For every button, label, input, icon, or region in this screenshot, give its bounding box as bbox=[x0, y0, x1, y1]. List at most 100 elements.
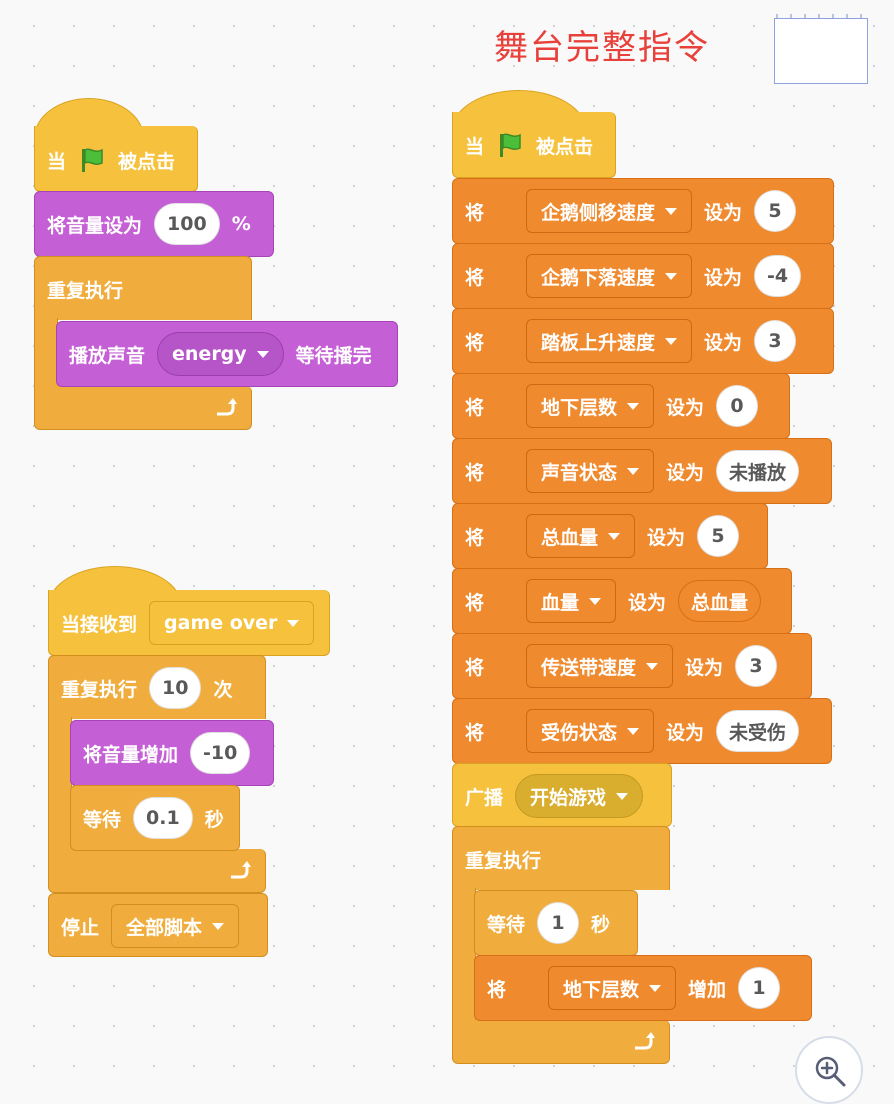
change-volume-block[interactable]: 将音量增加 -10 bbox=[70, 720, 274, 786]
variable-dropdown[interactable]: 企鹅侧移速度 bbox=[526, 189, 693, 233]
zoom-in-button[interactable] bbox=[795, 1036, 863, 1104]
to-label: 设为 bbox=[666, 396, 705, 419]
variable-value-input[interactable]: 未受伤 bbox=[716, 710, 800, 752]
loop-arrow-icon bbox=[635, 1032, 655, 1050]
variable-dropdown[interactable]: 地下层数 bbox=[548, 966, 677, 1010]
broadcast-message-value: 开始游戏 bbox=[530, 786, 607, 809]
clicked-label: 被点击 bbox=[118, 150, 176, 173]
zoom-in-icon bbox=[815, 1056, 846, 1087]
forever-block-top[interactable]: 重复执行 bbox=[34, 256, 252, 320]
chevron-down-icon bbox=[649, 984, 662, 992]
chevron-down-icon bbox=[627, 402, 640, 410]
message-dropdown-value: game over bbox=[164, 612, 278, 634]
change-variable-block[interactable]: 将 地下层数 增加 1 bbox=[474, 955, 812, 1021]
broadcast-block[interactable]: 广播 开始游戏 bbox=[452, 763, 672, 827]
variable-name: 总血量 bbox=[541, 526, 599, 549]
change-label: 将 bbox=[487, 978, 507, 1001]
repeat-arm bbox=[48, 717, 72, 851]
when-receive-label: 当接收到 bbox=[61, 613, 138, 636]
set-variable-block[interactable]: 将 传送带速度 设为 3 bbox=[452, 633, 812, 699]
variable-value-input[interactable]: 未播放 bbox=[716, 450, 800, 492]
set-label: 将 bbox=[465, 591, 485, 614]
set-label: 将 bbox=[465, 201, 485, 224]
set-variable-block[interactable]: 将 受伤状态 设为 未受伤 bbox=[452, 698, 832, 764]
variable-value-input[interactable]: 3 bbox=[735, 645, 778, 687]
set-variable-block[interactable]: 将 声音状态 设为 未播放 bbox=[452, 438, 832, 504]
when-flag-clicked-block[interactable]: 当 被点击 bbox=[452, 112, 616, 178]
variable-value-input[interactable]: 0 bbox=[716, 385, 759, 427]
volume-change-input[interactable]: -10 bbox=[190, 732, 251, 774]
when-flag-clicked-block[interactable]: 当 被点击 bbox=[34, 126, 198, 192]
change-amount-input[interactable]: 1 bbox=[738, 967, 781, 1009]
message-dropdown[interactable]: game over bbox=[149, 601, 315, 645]
set-volume-block[interactable]: 将音量设为 100 % bbox=[34, 191, 274, 257]
set-variable-block[interactable]: 将 血量 设为 总血量 bbox=[452, 568, 792, 634]
broadcast-message-dropdown[interactable]: 开始游戏 bbox=[515, 774, 644, 818]
to-label: 设为 bbox=[685, 656, 724, 679]
set-label: 将 bbox=[465, 461, 485, 484]
wait-seconds-input[interactable]: 1 bbox=[537, 902, 580, 944]
percent-label: % bbox=[231, 213, 251, 235]
chevron-down-icon bbox=[589, 597, 602, 605]
broadcast-label: 广播 bbox=[465, 786, 504, 809]
forever-label: 重复执行 bbox=[47, 279, 124, 302]
variable-dropdown[interactable]: 踏板上升速度 bbox=[526, 319, 693, 363]
to-label: 设为 bbox=[666, 461, 705, 484]
sound-dropdown-value: energy bbox=[172, 343, 247, 365]
page-title: 舞台完整指令 bbox=[494, 28, 710, 68]
variable-value-input[interactable]: 5 bbox=[754, 190, 797, 232]
repeat-block-bottom[interactable] bbox=[48, 849, 266, 893]
variable-dropdown[interactable]: 总血量 bbox=[526, 514, 636, 558]
variable-dropdown[interactable]: 地下层数 bbox=[526, 384, 655, 428]
variable-value-input[interactable]: 3 bbox=[754, 320, 797, 362]
set-label: 将 bbox=[465, 396, 485, 419]
set-label: 将 bbox=[465, 331, 485, 354]
forever-block-top[interactable]: 重复执行 bbox=[452, 826, 670, 890]
play-sound-until-done-block[interactable]: 播放声音 energy 等待播完 bbox=[56, 321, 398, 387]
chevron-down-icon bbox=[256, 350, 269, 358]
set-variable-block[interactable]: 将 企鹅下落速度 设为 -4 bbox=[452, 243, 834, 309]
variable-name: 企鹅侧移速度 bbox=[541, 201, 656, 224]
sound-dropdown[interactable]: energy bbox=[157, 332, 284, 376]
green-flag-icon bbox=[82, 148, 103, 172]
forever-block-bottom[interactable] bbox=[452, 1020, 670, 1064]
chevron-down-icon bbox=[627, 727, 640, 735]
repeat-block-top[interactable]: 重复执行 10 次 bbox=[48, 655, 266, 719]
chevron-down-icon bbox=[646, 662, 659, 670]
volume-value-input[interactable]: 100 bbox=[154, 203, 220, 245]
total-health-reporter[interactable]: 总血量 bbox=[678, 580, 762, 622]
variable-dropdown[interactable]: 血量 bbox=[526, 579, 617, 623]
green-flag-icon bbox=[500, 133, 521, 157]
variable-value-input[interactable]: 5 bbox=[697, 515, 740, 557]
set-label: 将 bbox=[465, 656, 485, 679]
wait-block[interactable]: 等待 0.1 秒 bbox=[70, 785, 240, 851]
set-variable-block[interactable]: 将 踏板上升速度 设为 3 bbox=[452, 308, 834, 374]
repeat-count-input[interactable]: 10 bbox=[149, 667, 202, 709]
variable-dropdown[interactable]: 企鹅下落速度 bbox=[526, 254, 693, 298]
set-variable-block[interactable]: 将 总血量 设为 5 bbox=[452, 503, 768, 569]
loop-arrow-icon bbox=[217, 398, 237, 416]
chevron-down-icon bbox=[665, 207, 678, 215]
variable-name: 声音状态 bbox=[541, 461, 618, 484]
variable-value-input[interactable]: -4 bbox=[754, 255, 802, 297]
stop-option-dropdown[interactable]: 全部脚本 bbox=[111, 904, 240, 948]
variable-dropdown[interactable]: 传送带速度 bbox=[526, 644, 674, 688]
set-label: 将 bbox=[465, 721, 485, 744]
to-label: 设为 bbox=[628, 591, 667, 614]
stop-block[interactable]: 停止 全部脚本 bbox=[48, 893, 268, 957]
forever-block-bottom[interactable] bbox=[34, 386, 252, 430]
wait-seconds-input[interactable]: 0.1 bbox=[133, 797, 193, 839]
to-label: 设为 bbox=[704, 266, 743, 289]
set-variable-block[interactable]: 将 地下层数 设为 0 bbox=[452, 373, 790, 439]
variable-dropdown[interactable]: 受伤状态 bbox=[526, 709, 655, 753]
variable-dropdown[interactable]: 声音状态 bbox=[526, 449, 655, 493]
when-i-receive-block[interactable]: 当接收到 game over bbox=[48, 590, 330, 656]
stage-minimap[interactable] bbox=[774, 18, 868, 84]
set-volume-label: 将音量设为 bbox=[47, 214, 143, 237]
times-label: 次 bbox=[213, 678, 233, 701]
wait-label: 等待 bbox=[83, 808, 122, 831]
wait-block[interactable]: 等待 1 秒 bbox=[474, 890, 638, 956]
set-variable-block[interactable]: 将 企鹅侧移速度 设为 5 bbox=[452, 178, 834, 244]
variable-name: 踏板上升速度 bbox=[541, 331, 656, 354]
set-label: 将 bbox=[465, 526, 485, 549]
